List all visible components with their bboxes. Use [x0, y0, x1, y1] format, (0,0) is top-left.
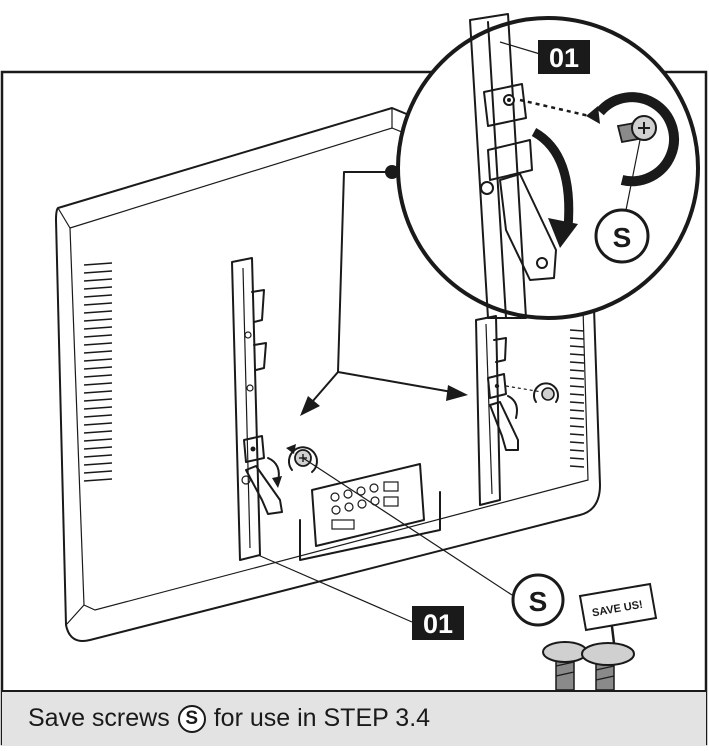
leader-to-01 [257, 554, 413, 623]
caption-after: for use in STEP 3.4 [213, 704, 431, 732]
tv-back [55, 107, 601, 642]
stand-neck [299, 491, 441, 561]
callout-arrows [300, 165, 468, 416]
right-screw [505, 382, 559, 403]
caption-bar: Save screws S for use in STEP 3.4 [2, 690, 706, 746]
caption-before: Save screws [28, 704, 170, 732]
zoom-s-badge [594, 208, 650, 264]
saved-screws-icon [542, 641, 635, 691]
input-panel [311, 463, 425, 547]
zoom-s-letter: S [613, 222, 632, 253]
left-rotate-arrow [287, 446, 318, 473]
screw-badge: S [511, 573, 565, 627]
left-bracket [231, 257, 283, 561]
leader-to-s [302, 457, 513, 596]
left-bracket-hole [250, 446, 256, 452]
part-label-bottom-text: 01 [423, 609, 453, 639]
save-us-sign: SAVE US! [542, 582, 658, 691]
right-vents [569, 329, 585, 468]
zoom-callout: S [396, 13, 700, 320]
screw-badge-letter: S [529, 586, 548, 617]
caption: Save screws S for use in STEP 3.4 [28, 704, 430, 733]
part-label-top: 01 [499, 40, 590, 74]
left-vents [83, 262, 113, 482]
zoom-screw [616, 115, 657, 144]
part-label-top-text: 01 [549, 43, 579, 73]
caption-screw-icon: S [177, 704, 206, 733]
part-label-bottom: 01 [412, 606, 464, 640]
